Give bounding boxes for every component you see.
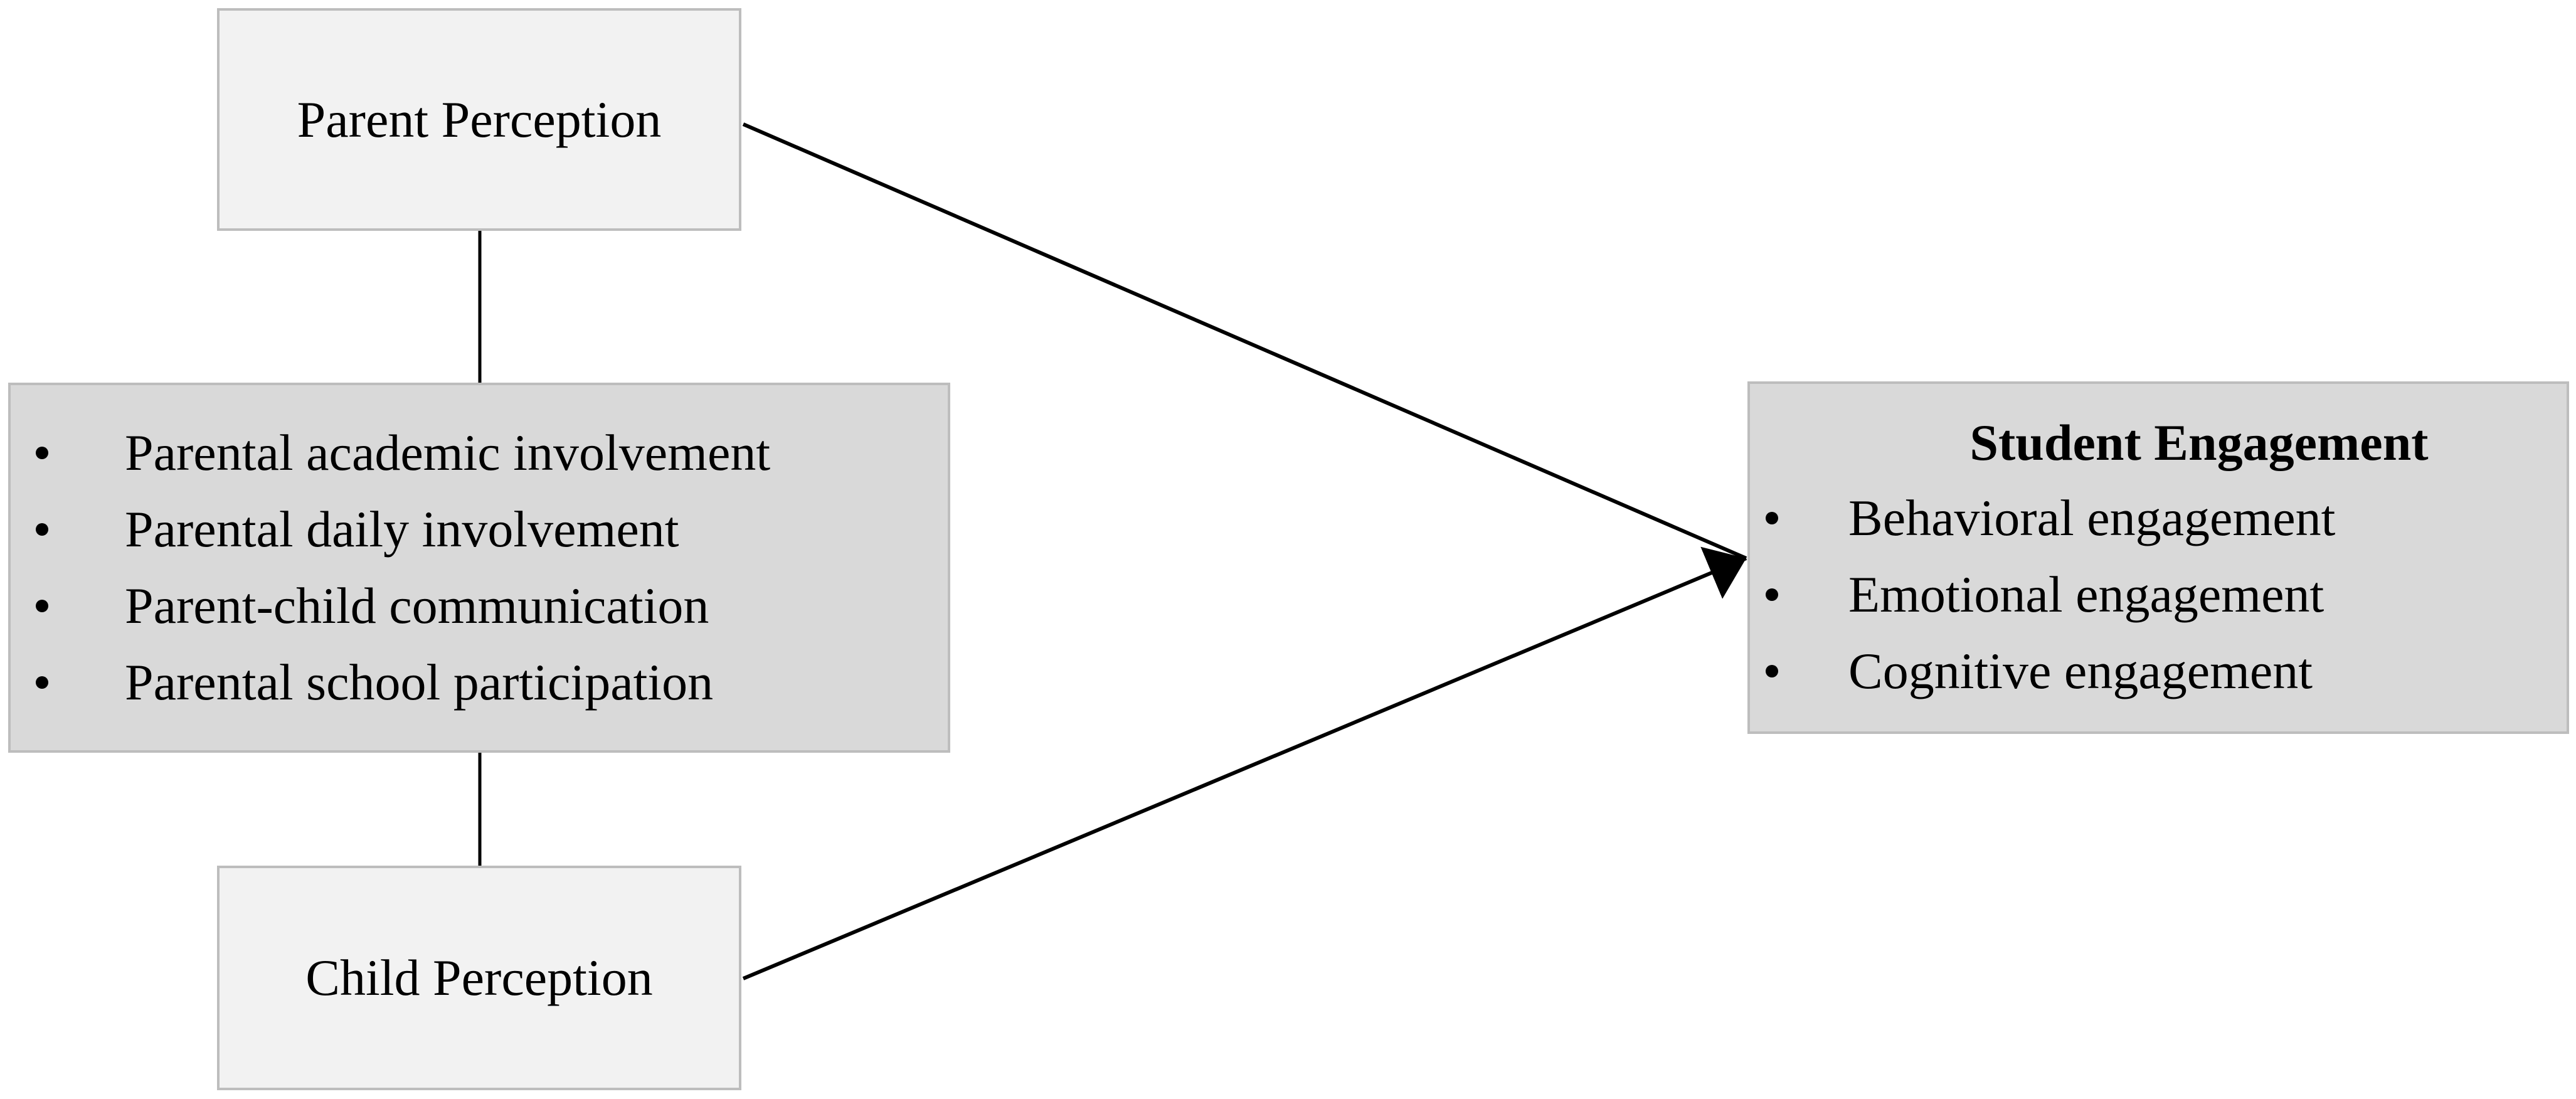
student-engagement-box: Student Engagement Behavioral engagement…: [1747, 381, 2569, 734]
list-item: Behavioral engagement: [1750, 480, 2567, 556]
list-item-label: Parental school participation: [125, 654, 714, 711]
list-item-label: Parental academic involvement: [125, 424, 771, 481]
list-item: Parental school participation: [23, 644, 948, 721]
list-item: Cognitive engagement: [1750, 633, 2567, 709]
list-item: Emotional engagement: [1750, 556, 2567, 633]
list-item: Parental academic involvement: [23, 415, 948, 491]
bullet-icon: [36, 523, 48, 536]
bullet-icon: [1766, 588, 1778, 601]
arrow-child-to-engagement: [742, 546, 1747, 980]
parent-perception-box: Parent Perception: [217, 8, 741, 231]
bullet-icon: [36, 676, 48, 689]
parental-involvement-list: Parental academic involvement Parental d…: [23, 415, 948, 721]
child-perception-label: Child Perception: [305, 949, 653, 1006]
list-item-label: Parent-child communication: [125, 577, 709, 634]
parental-involvement-box: Parental academic involvement Parental d…: [8, 383, 950, 753]
list-item-label: Emotional engagement: [1848, 566, 2324, 623]
list-item-label: Behavioral engagement: [1848, 489, 2336, 546]
parent-perception-label: Parent Perception: [297, 90, 662, 148]
bullet-icon: [1766, 665, 1778, 677]
bullet-icon: [1766, 512, 1778, 524]
student-engagement-list: Behavioral engagement Emotional engageme…: [1750, 480, 2567, 709]
bullet-icon: [36, 600, 48, 612]
arrow-parent-to-engagement: [742, 122, 1747, 560]
list-item-label: Parental daily involvement: [125, 501, 679, 558]
child-perception-box: Child Perception: [217, 866, 741, 1090]
student-engagement-title: Student Engagement: [1969, 414, 2429, 471]
list-item-label: Cognitive engagement: [1848, 642, 2313, 699]
list-item: Parental daily involvement: [23, 491, 948, 568]
list-item: Parent-child communication: [23, 568, 948, 644]
bullet-icon: [36, 447, 48, 459]
